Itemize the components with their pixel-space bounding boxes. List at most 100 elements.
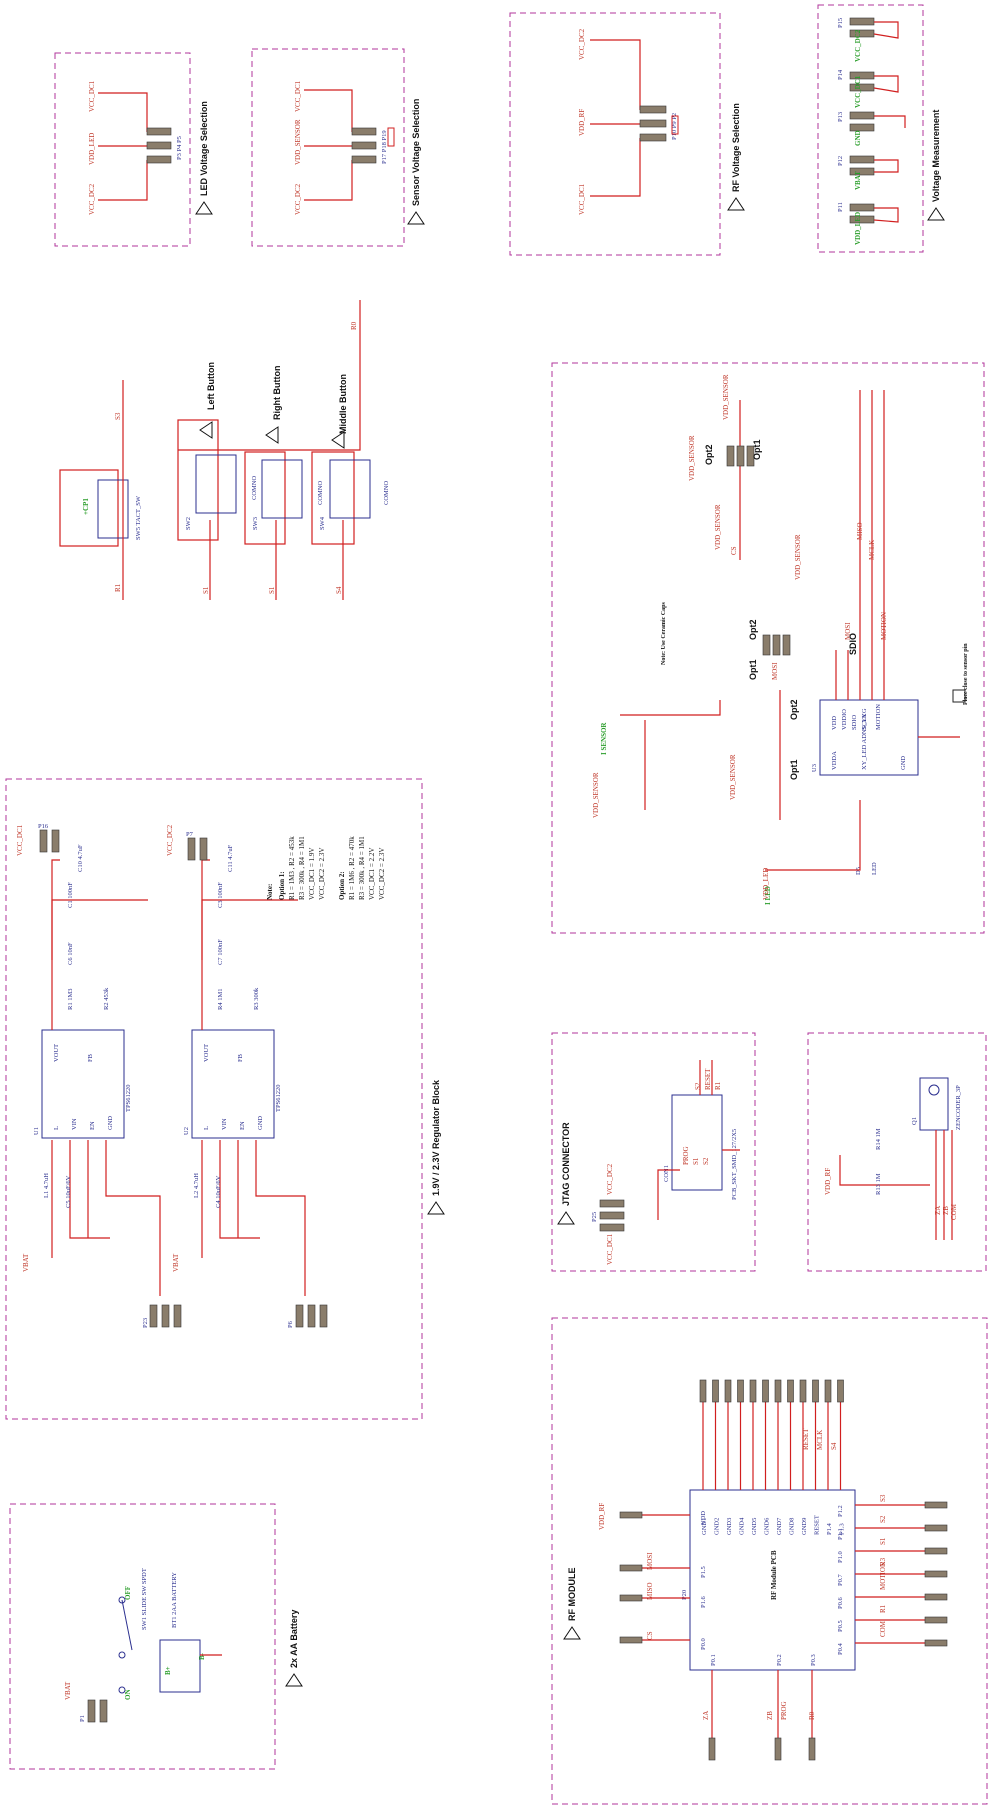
rf-pin-label: GND2 <box>714 1518 721 1535</box>
frame-encoder <box>807 1032 987 1272</box>
svg-text:FB: FB <box>87 1053 94 1062</box>
svg-text:S1: S1 <box>692 1157 700 1165</box>
svg-text:VDDA: VDDA <box>831 751 838 770</box>
svg-text:EN: EN <box>89 1121 96 1130</box>
svg-text:1.9V / 2.3V Regulator Block: 1.9V / 2.3V Regulator Block <box>431 1079 441 1196</box>
led-voltage-selector: VCC_DC1 VDD_LED VCC_DC2 P3 P4 P5 <box>88 80 183 215</box>
svg-text:VCC_DC1: VCC_DC1 <box>16 824 24 856</box>
rf-pin-label: P0.6 <box>837 1597 844 1609</box>
svg-text:COM: COM <box>950 1203 958 1220</box>
rf-pin-label: GND3 <box>726 1518 733 1535</box>
svg-text:VDD_SENSOR: VDD_SENSOR <box>729 754 737 800</box>
rf-pin-label: RESET <box>814 1515 821 1535</box>
svg-text:VDD_RF: VDD_RF <box>598 1503 606 1530</box>
svg-text:R1 = 1M6 , R2 = 470k: R1 = 1M6 , R2 = 470k <box>348 836 356 900</box>
svg-text:GND: GND <box>854 130 862 146</box>
frame-sensor-voltage <box>251 48 405 247</box>
svg-text:R4 1M1: R4 1M1 <box>217 989 224 1011</box>
svg-text:L1 4.7uH: L1 4.7uH <box>43 1173 50 1198</box>
svg-text:VDD_LED: VDD_LED <box>88 133 96 165</box>
encoder: Q1 ZENCODER_3P VDD_RF R14 1M R13 1M ZA Z… <box>824 1077 962 1240</box>
heading-sensor-voltage: Sensor Voltage Selection <box>407 99 425 225</box>
rf-pin-label: P0.0 <box>700 1638 707 1650</box>
heading-rf-voltage: RF Voltage Selection <box>727 103 745 211</box>
svg-text:VBAT: VBAT <box>854 171 862 190</box>
svg-text:P14: P14 <box>837 69 844 80</box>
svg-text:ON: ON <box>124 1690 132 1701</box>
heading-regulator: 1.9V / 2.3V Regulator Block <box>427 1079 445 1215</box>
rf-pin-label: GND5 <box>751 1518 758 1535</box>
svg-text:VCC_DC2: VCC_DC2 <box>166 824 174 856</box>
switch-right: SW3 COMNO S1 Right Button <box>244 366 324 600</box>
svg-text:S2: S2 <box>879 1515 887 1523</box>
svg-text:U2: U2 <box>183 1127 190 1135</box>
svg-text:B-: B- <box>198 1652 206 1660</box>
svg-text:VCC_DC2 = 2.3V: VCC_DC2 = 2.3V <box>318 848 326 900</box>
svg-text:MOSI: MOSI <box>844 622 852 640</box>
svg-text:S3: S3 <box>879 1494 887 1502</box>
svg-text:SW3: SW3 <box>252 517 259 530</box>
svg-text:MOTION: MOTION <box>875 704 882 730</box>
svg-text:RF Voltage Selection: RF Voltage Selection <box>731 103 741 192</box>
svg-text:VBAT: VBAT <box>64 1681 72 1700</box>
svg-text:Opt1: Opt1 <box>752 439 762 460</box>
rf-pin-label: GND6 <box>764 1517 771 1535</box>
svg-text:SDIO: SDIO <box>848 633 858 655</box>
tact-switch-cp1: +CP1 SW5 TACT_SW R1 S3 <box>59 380 142 600</box>
svg-text:C7 100nF: C7 100nF <box>217 939 224 965</box>
heading-voltage-measurement: Voltage Measurement <box>927 110 945 221</box>
svg-text:JTAG CONNECTOR: JTAG CONNECTOR <box>561 1122 571 1206</box>
svg-text:VOUT: VOUT <box>203 1044 210 1062</box>
svg-text:Right Button: Right Button <box>272 366 282 420</box>
svg-text:Middle Button: Middle Button <box>338 374 348 434</box>
svg-text:PROG: PROG <box>682 1146 690 1165</box>
rf-pin-label: P0.2 <box>776 1654 783 1666</box>
svg-text:SW4: SW4 <box>319 516 326 530</box>
svg-text:I SENSOR: I SENSOR <box>600 722 608 755</box>
svg-text:P17 P18 P19: P17 P18 P19 <box>381 130 388 164</box>
svg-text:S3: S3 <box>114 412 122 420</box>
rf-pin-label: P1.4 <box>826 1523 833 1535</box>
svg-text:P12: P12 <box>837 156 844 166</box>
rf-pin-label: P1.3 <box>839 1523 846 1535</box>
svg-text:Sensor Voltage Selection: Sensor Voltage Selection <box>411 99 421 206</box>
svg-text:TPS61220: TPS61220 <box>125 1085 132 1112</box>
svg-text:Opt2: Opt2 <box>748 619 758 640</box>
heading-rf-module: RF MODULE <box>563 1568 581 1640</box>
svg-text:ZENCODER_3P: ZENCODER_3P <box>955 1085 962 1130</box>
svg-text:VDD_RF: VDD_RF <box>578 109 586 136</box>
svg-text:COMNO: COMNO <box>251 475 258 500</box>
svg-text:VCC_DC2 = 2.3V: VCC_DC2 = 2.3V <box>378 848 386 900</box>
svg-text:CS: CS <box>646 1631 654 1640</box>
svg-text:L2 4.7uH: L2 4.7uH <box>193 1173 200 1198</box>
svg-text:R13 1M: R13 1M <box>875 1173 882 1195</box>
sensor-ic: U3 XY_LED ADNS_YYG VDD VDDIO SDIO SCLK M… <box>730 390 960 820</box>
svg-text:U1: U1 <box>33 1127 40 1135</box>
svg-text:S4: S4 <box>335 586 343 594</box>
svg-text:C3 100nF: C3 100nF <box>217 882 224 908</box>
svg-text:VCC_DC1 = 1.9V: VCC_DC1 = 1.9V <box>308 848 316 900</box>
svg-text:Opt1: Opt1 <box>748 659 758 680</box>
svg-text:MOTION: MOTION <box>880 612 888 640</box>
svg-text:Note:: Note: <box>266 884 274 900</box>
svg-text:L: L <box>53 1126 60 1130</box>
svg-text:2x AA Battery: 2x AA Battery <box>289 1610 299 1668</box>
svg-text:B+: B+ <box>164 1666 172 1675</box>
svg-text:P20: P20 <box>681 1590 688 1600</box>
frame-regulator <box>5 778 423 1420</box>
svg-text:MCLK: MCLK <box>868 540 876 560</box>
rf-pin-label: P1.2 <box>837 1505 844 1517</box>
rf-pin-label: P1.0 <box>837 1551 844 1563</box>
svg-text:VOUT: VOUT <box>53 1044 60 1062</box>
svg-text:MOTION: MOTION <box>879 1562 887 1590</box>
svg-text:Opt2: Opt2 <box>789 699 799 720</box>
svg-text:COM: COM <box>879 1620 887 1637</box>
svg-text:VIN: VIN <box>221 1118 228 1130</box>
svg-text:Opt2: Opt2 <box>704 444 714 465</box>
svg-text:R0: R0 <box>808 1711 816 1720</box>
svg-text:PROG: PROG <box>780 1701 788 1720</box>
svg-text:I LED: I LED <box>764 886 772 905</box>
regulator-u2: U2 TPS61220 VOUT FB L VIN EN GND VBAT L2… <box>166 824 328 1328</box>
